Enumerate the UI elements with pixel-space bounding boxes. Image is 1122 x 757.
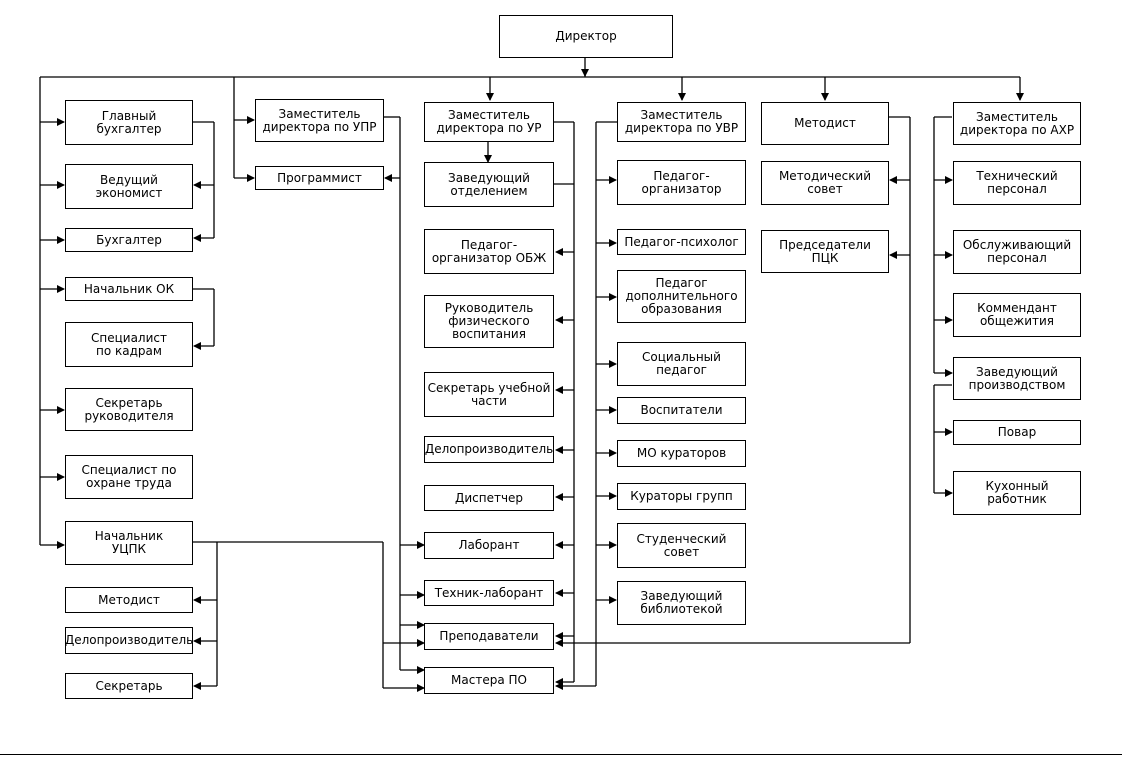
box-obzh-organizer: Педагог- организатор ОБЖ	[424, 229, 554, 274]
box-teachers: Преподаватели	[424, 623, 554, 650]
box-deputy-ur: Заместитель директора по УР	[424, 102, 554, 142]
box-uctpk-methodist: Методист	[65, 587, 193, 613]
box-masters: Мастера ПО	[424, 667, 554, 694]
box-deputy-upr: Заместитель директора по УПР	[255, 99, 384, 142]
box-deputy-ahr: Заместитель директора по АХР	[953, 102, 1081, 145]
box-hr-head: Начальник ОК	[65, 277, 193, 301]
box-kitchen-worker: Кухонный работник	[953, 471, 1081, 515]
box-safety-specialist: Специалист по охране труда	[65, 455, 193, 499]
box-study-secretary: Секретарь учебной части	[424, 372, 554, 417]
box-cook: Повар	[953, 420, 1081, 445]
box-chief-accountant: Главный бухгалтер	[65, 100, 193, 145]
box-librarian: Заведующий библиотекой	[617, 581, 746, 625]
box-extra-ed: Педагог дополнительного образования	[617, 270, 746, 323]
box-pe-head: Руководитель физического воспитания	[424, 295, 554, 348]
box-dept-head: Заведующий отделением	[424, 162, 554, 207]
box-group-curators: Кураторы групп	[617, 483, 746, 510]
box-method-council: Методический совет	[761, 161, 889, 205]
box-service-staff: Обслуживающий персонал	[953, 230, 1081, 274]
box-educators: Воспитатели	[617, 397, 746, 424]
box-dorm-commandant: Коммендант общежития	[953, 293, 1081, 337]
box-methodist: Методист	[761, 102, 889, 145]
box-production-head: Заведующий производством	[953, 357, 1081, 400]
box-accountant: Бухгалтер	[65, 228, 193, 252]
box-dispatcher: Диспетчер	[424, 485, 554, 511]
bottom-rule	[0, 754, 1122, 755]
box-director: Директор	[499, 15, 673, 58]
box-deputy-uvr: Заместитель директора по УВР	[617, 102, 746, 142]
box-secretary-head: Секретарь руководителя	[65, 388, 193, 431]
box-uctpk-head: Начальник УЦПК	[65, 521, 193, 565]
box-clerk: Делопроизводитель	[424, 436, 554, 463]
box-tech-staff: Технический персонал	[953, 161, 1081, 205]
box-psychologist: Педагог-психолог	[617, 229, 746, 255]
box-lab-technician: Техник-лаборант	[424, 580, 554, 606]
box-pck-chairs: Председатели ПЦК	[761, 230, 889, 273]
box-student-council: Студенческий совет	[617, 523, 746, 568]
box-lead-economist: Ведущий экономист	[65, 164, 193, 209]
box-uctpk-clerk: Делопроизводитель	[65, 627, 193, 654]
box-programmer: Программист	[255, 166, 384, 190]
box-lab-assistant: Лаборант	[424, 532, 554, 559]
box-social-ped: Социальный педагог	[617, 342, 746, 386]
box-uctpk-secretary: Секретарь	[65, 673, 193, 699]
box-mo-curators: МО кураторов	[617, 440, 746, 467]
box-organizer: Педагог- организатор	[617, 160, 746, 205]
box-hr-specialist: Специалист по кадрам	[65, 322, 193, 367]
